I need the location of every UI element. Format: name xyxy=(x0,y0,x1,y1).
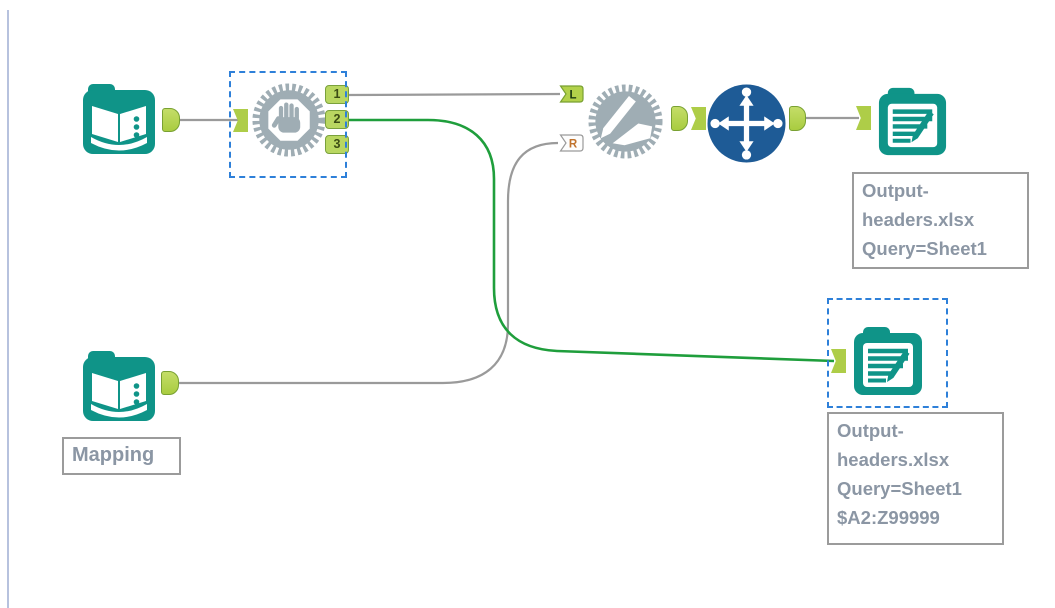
join-right-label: R xyxy=(569,139,578,151)
open-book-icon xyxy=(83,351,155,421)
tool-output-data-bottom[interactable] xyxy=(849,322,927,400)
tool-block-until-done[interactable] xyxy=(251,82,327,158)
four-way-arrows-icon xyxy=(707,84,786,163)
open-book-icon xyxy=(83,84,155,154)
annotation-output-top[interactable]: Output- headers.xlsx Query=Sheet1 xyxy=(852,172,1029,269)
wire-mapping-to-join-right[interactable] xyxy=(177,141,559,385)
output-top-input-anchor[interactable] xyxy=(856,106,871,130)
annotation-output-bottom[interactable]: Output- headers.xlsx Query=Sheet1 $A2:Z9… xyxy=(827,412,1004,545)
join-output-anchor[interactable] xyxy=(671,106,688,131)
tool-join[interactable] xyxy=(587,83,664,160)
join-left-input-anchor[interactable]: L xyxy=(556,85,584,103)
hand-glyph xyxy=(271,102,301,133)
annotation-mapping[interactable]: Mapping xyxy=(62,437,181,475)
block-output-port-2[interactable]: 2 xyxy=(325,110,349,129)
select-input-anchor[interactable] xyxy=(691,107,706,130)
block-output-port-1[interactable]: 1 xyxy=(325,85,349,104)
tool-output-data-top[interactable] xyxy=(874,83,951,160)
join-left-label: L xyxy=(569,90,576,102)
select-output-anchor[interactable] xyxy=(789,106,806,131)
tool-input-data-main[interactable] xyxy=(80,80,158,158)
output-bottom-input-anchor[interactable] xyxy=(831,349,846,373)
stop-hand-gear-icon xyxy=(252,83,326,157)
tool-select[interactable] xyxy=(707,84,786,163)
tool-input-data-mapping[interactable] xyxy=(80,347,158,425)
input-mapping-output-anchor[interactable] xyxy=(161,371,179,395)
folder-notes-icon xyxy=(878,87,947,156)
input-main-output-anchor[interactable] xyxy=(162,108,180,132)
pencil-gear-icon xyxy=(588,84,663,159)
wire-block1-to-join-left[interactable] xyxy=(347,92,561,97)
block-output-port-3[interactable]: 3 xyxy=(325,135,349,154)
folder-notes-icon xyxy=(854,327,922,395)
wire-block2-to-output-bottom[interactable] xyxy=(348,118,835,363)
canvas-left-border xyxy=(7,10,9,608)
block-input-anchor[interactable] xyxy=(233,109,248,132)
join-right-input-anchor[interactable]: R xyxy=(556,134,584,152)
